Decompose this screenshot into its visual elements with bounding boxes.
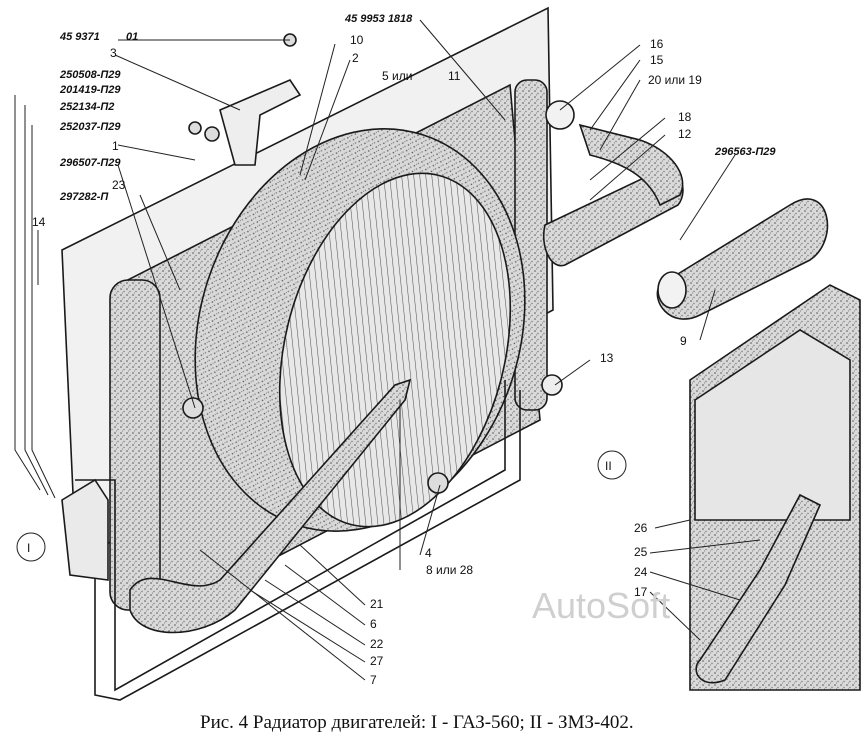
radiator-cap xyxy=(182,397,204,419)
upper-inlet-hose xyxy=(578,123,684,207)
callout-23: 23 xyxy=(112,178,126,192)
view-marker-ii: II xyxy=(605,459,612,473)
callout-4: 4 xyxy=(425,546,432,560)
callout-24: 24 xyxy=(634,565,648,579)
callout-18: 18 xyxy=(678,110,692,124)
callout-10: 10 xyxy=(350,33,364,47)
view-marker-i-circle xyxy=(16,532,46,562)
bracket-3 xyxy=(219,79,302,166)
watermark: AutoSoft xyxy=(532,585,670,626)
label-45-9953-1818: 45 9953 1818 xyxy=(344,13,413,25)
figure-caption: Рис. 4 Радиатор двигателей: I - ГАЗ-560;… xyxy=(200,712,634,733)
callout-21: 21 xyxy=(370,597,384,611)
callout-16: 16 xyxy=(650,37,664,51)
label-296563-p29: 296563-П29 xyxy=(714,146,776,158)
upper-inlet-neck xyxy=(545,100,575,130)
drain-tap xyxy=(541,374,563,396)
label-01: 01 xyxy=(126,31,138,43)
bracket xyxy=(61,478,109,581)
mounting-frame-inner xyxy=(94,390,521,701)
label-252134-p2: 252134-П2 xyxy=(59,101,114,113)
nut xyxy=(204,126,220,142)
view-marker-i: I xyxy=(27,541,30,555)
label-250508-p29: 250508-П29 xyxy=(59,69,121,81)
callout-26: 26 xyxy=(634,521,648,535)
callout-12: 12 xyxy=(678,127,692,141)
label-252037-p29: 252037-П29 xyxy=(59,121,121,133)
panel-ii-core xyxy=(694,329,851,521)
callout-11: 11 xyxy=(448,69,461,83)
callout-7: 7 xyxy=(370,673,377,687)
callout-5-ili: 5 или xyxy=(382,69,412,83)
fan-hub xyxy=(427,472,449,494)
mounting-frame xyxy=(75,380,506,692)
radiator-right-tank xyxy=(514,79,548,411)
callout-25: 25 xyxy=(634,545,648,559)
callout-20-ili-19: 20 или 19 xyxy=(648,73,702,87)
callout-9: 9 xyxy=(680,334,687,348)
callout-8-ili-28: 8 или 28 xyxy=(426,563,473,577)
callout-17: 17 xyxy=(634,585,648,599)
panel-ii-hose xyxy=(695,493,822,684)
view-marker-ii-circle xyxy=(597,450,627,480)
callout-27: 27 xyxy=(370,654,384,668)
callout-22: 22 xyxy=(370,637,384,651)
callout-1: 1 xyxy=(112,139,119,153)
hose-9-end xyxy=(657,271,687,309)
washer xyxy=(188,121,202,135)
label-296507-p29: 296507-П29 xyxy=(59,157,121,169)
radiator-left-tank xyxy=(109,279,161,611)
callout-15: 15 xyxy=(650,53,664,67)
label-45-9371: 45 9371 xyxy=(59,31,100,43)
callout-3: 3 xyxy=(110,46,117,60)
radiator-core-grille xyxy=(278,172,512,528)
lower-hose xyxy=(129,378,412,634)
label-297282-p: 297282-П xyxy=(59,191,109,203)
leader-lines xyxy=(14,19,761,681)
label-201419-p29: 201419-П29 xyxy=(59,84,121,96)
callout-13: 13 xyxy=(600,351,614,365)
callout-2: 2 xyxy=(352,51,359,65)
callout-14: 14 xyxy=(32,215,46,229)
hose-9 xyxy=(656,198,829,320)
callout-6: 6 xyxy=(370,617,377,631)
